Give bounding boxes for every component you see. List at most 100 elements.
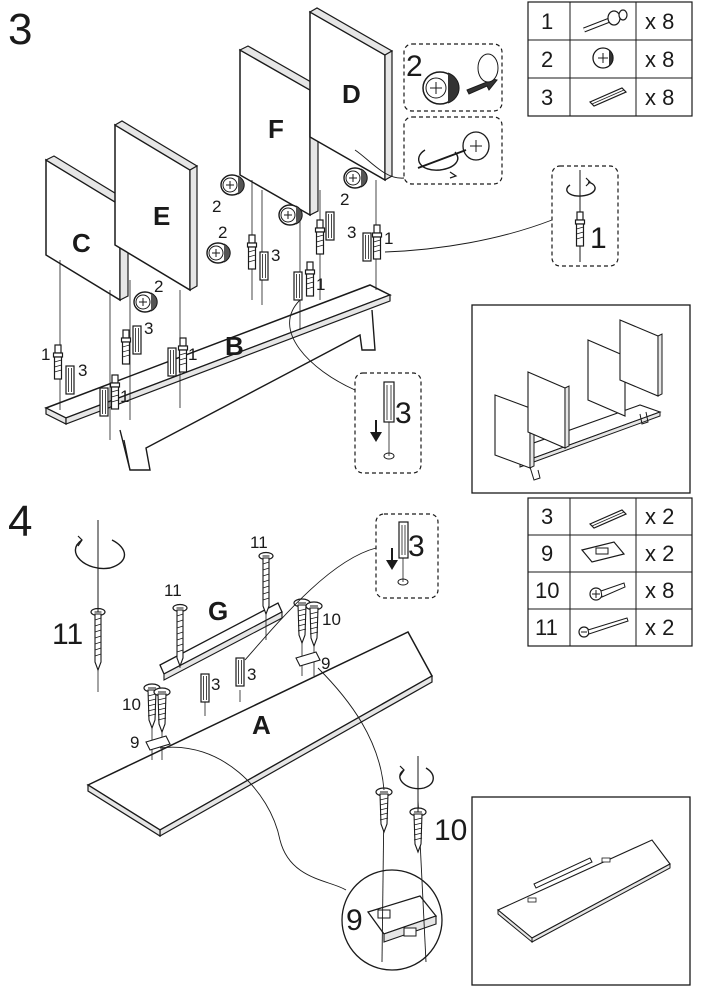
rotate-arrow-icon [74, 520, 126, 612]
cam-bolt-icon [246, 234, 258, 270]
cam-bolt-icon [109, 374, 121, 410]
part-label: 1 [384, 229, 393, 248]
wood-dowel-icon [259, 251, 269, 281]
panel-c-label: C [72, 228, 91, 258]
wood-dowel-icon [65, 365, 75, 395]
part-label: 1 [188, 345, 197, 364]
wood-dowel-icon [325, 211, 335, 241]
wood-dowel-icon [293, 271, 303, 301]
dowel-detail-number: 3 [408, 530, 425, 563]
panel-b-label: B [225, 331, 244, 361]
panel-a [86, 631, 434, 838]
cam-lock-icon [278, 204, 303, 226]
short-screw-icon [305, 601, 323, 647]
dowel-detail-callout [375, 513, 439, 599]
long-screw-icon [258, 551, 274, 615]
panel-d-label: D [342, 79, 361, 109]
panel-a-label: A [252, 710, 271, 740]
part-label: 3 [271, 246, 280, 265]
cam-lock-detail-number: 2 [406, 50, 423, 83]
step-4-number: 4 [8, 497, 32, 546]
parts-table-qty: x 8 [645, 578, 674, 603]
parts-table-num: 3 [541, 85, 553, 110]
parts-table-num: 11 [535, 615, 558, 640]
bracket-icon [145, 651, 321, 751]
part-label: 9 [130, 733, 139, 752]
parts-table-num: 9 [541, 541, 553, 566]
dowel-detail-number: 3 [395, 397, 412, 430]
parts-table-num: 2 [541, 47, 553, 72]
screw-detail-number: 10 [434, 814, 467, 847]
long-screw-icon [578, 617, 629, 638]
panel-b [44, 284, 392, 471]
part-label: 3 [347, 223, 356, 242]
part-label: 10 [322, 610, 341, 629]
part-label: 2 [340, 190, 349, 209]
part-label: 3 [144, 319, 153, 338]
parts-table-qty: x 2 [645, 541, 674, 566]
bracket-detail-callout [341, 799, 443, 971]
part-label: 10 [122, 695, 141, 714]
panel-e-label: E [153, 201, 170, 231]
part-label: 2 [218, 223, 227, 242]
part-label: 3 [211, 675, 220, 694]
part-label: 1 [316, 275, 325, 294]
short-screw-icon [375, 787, 393, 833]
step4-result-preview [471, 796, 691, 986]
wood-dowel-icon [132, 325, 142, 355]
panel-d [308, 7, 394, 182]
dowel-detail-callout [354, 372, 422, 474]
step-3-number: 3 [8, 5, 32, 54]
cam-bolt-icon [120, 329, 132, 365]
cam-bolt-icon [304, 261, 316, 297]
part-label: 3 [78, 361, 87, 380]
rotate-arrow-icon [399, 756, 434, 812]
cam-bolt-icon [371, 224, 383, 260]
cam-bolt-detail-number: 1 [590, 222, 607, 255]
cam-bolt-icon [177, 337, 189, 373]
cam-bolt-icon [52, 344, 64, 380]
parts-table-qty: x 8 [645, 85, 674, 110]
part-label: 1 [120, 387, 129, 406]
panel-f-label: F [268, 114, 284, 144]
cam-lock-detail-callout [403, 43, 503, 112]
parts-table-qty: x 2 [645, 504, 674, 529]
parts-table-num: 1 [541, 9, 553, 34]
short-screw-icon [153, 687, 171, 733]
wood-dowel-icon [588, 509, 628, 529]
wood-dowel-icon [235, 657, 245, 687]
part-label: 11 [164, 581, 182, 600]
long-screw-icon [90, 607, 106, 671]
part-label: 2 [212, 197, 221, 216]
step3-result-preview [471, 304, 691, 494]
long-screw-label: 11 [52, 618, 83, 651]
part-label: 2 [154, 277, 163, 296]
wood-dowel-icon [588, 87, 628, 107]
wood-dowel-icon [362, 232, 372, 262]
short-screw-icon [589, 582, 626, 601]
parts-table-step4 [527, 497, 693, 647]
part-label: 11 [250, 533, 268, 552]
wood-dowel-icon [99, 387, 109, 417]
bracket-detail-number: 9 [346, 904, 363, 937]
panel-e [113, 120, 199, 292]
part-label: 1 [41, 345, 50, 364]
part-label: 3 [247, 665, 256, 684]
cam-bolt-detail-callout [551, 165, 619, 267]
wood-dowel-icon [167, 347, 177, 377]
parts-table-num: 10 [535, 578, 559, 603]
cam-bolt-icon [583, 9, 628, 33]
cam-lock-icon [206, 242, 231, 264]
wood-dowel-icon [200, 673, 210, 703]
cam-rotate-detail-callout [403, 116, 503, 185]
cam-lock-icon [592, 47, 614, 69]
cam-lock-icon [343, 167, 368, 189]
part-label: 9 [321, 654, 330, 673]
parts-table-qty: x 2 [645, 615, 674, 640]
panel-g-label: G [208, 596, 228, 626]
bracket-icon [580, 541, 626, 563]
cam-bolt-icon [314, 219, 326, 255]
parts-table-qty: x 8 [645, 47, 674, 72]
parts-table-num: 3 [541, 504, 553, 529]
